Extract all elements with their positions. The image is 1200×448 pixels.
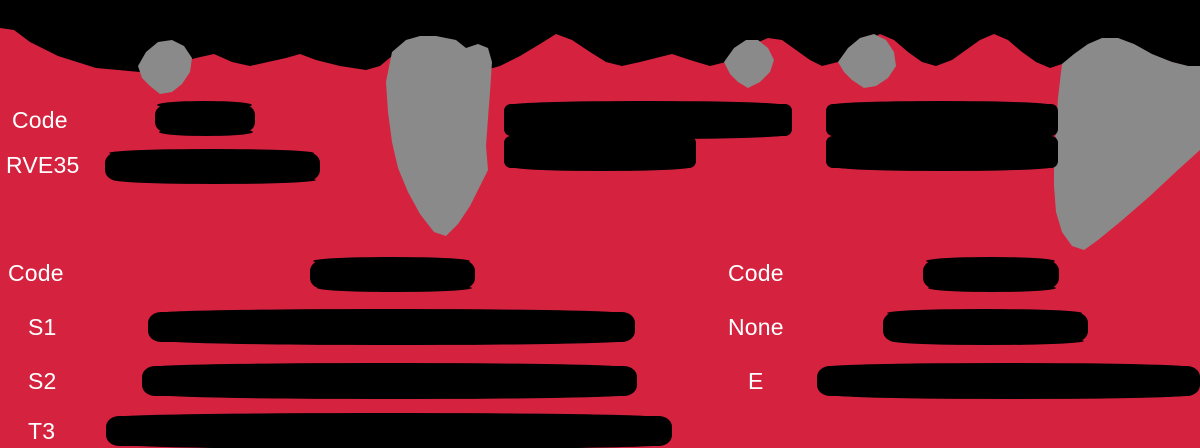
mask-patch-3: [724, 40, 774, 88]
mask-patch-4: [838, 34, 896, 88]
label-t3: T3: [28, 418, 56, 444]
redaction-bar-code-upper: [155, 101, 255, 136]
lower-right-section: Code None E: [720, 230, 1200, 448]
redaction-bar-s1: [148, 309, 635, 345]
mask-patch-2: [386, 36, 492, 236]
redaction-block-upper-center-line-1: [504, 101, 792, 139]
label-rve35: RVE35: [6, 152, 80, 178]
upper-section: Code RVE35: [6, 101, 1058, 184]
label-e: E: [748, 368, 764, 394]
label-s2: S2: [28, 368, 57, 394]
label-code-upper: Code: [12, 107, 68, 133]
redaction-bar-code-lower-left: [310, 257, 475, 292]
label-code-lower-right: Code: [728, 260, 784, 286]
redaction-bar-e: [817, 363, 1200, 399]
mask-patch-5: [1054, 38, 1200, 250]
mask-patch-1: [138, 40, 192, 94]
redaction-bar-s2: [142, 363, 637, 399]
redaction-bar-code-lower-right: [923, 257, 1059, 292]
redaction-bar-t3: [106, 413, 672, 448]
redaction-bar-none: [883, 309, 1088, 345]
label-code-lower-left: Code: [8, 260, 64, 286]
redaction-block-upper-right-line-2: [826, 133, 1058, 171]
redaction-block-upper-center-line-2: [504, 133, 696, 171]
label-s1: S1: [28, 314, 57, 340]
lower-left-section: Code S1 S2 T3: [0, 230, 720, 448]
redaction-block-upper-right-line-1: [826, 101, 1058, 139]
redaction-bar-rve35: [105, 149, 320, 184]
label-none: None: [728, 314, 784, 340]
